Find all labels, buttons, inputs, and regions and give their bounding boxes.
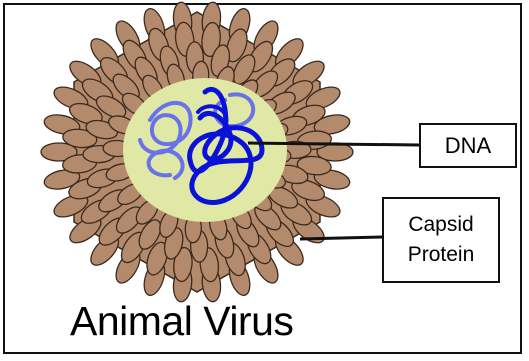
dna-label-box: DNA <box>419 123 517 168</box>
capsid-leader-line <box>300 237 382 239</box>
diagram-title: Animal Virus <box>70 298 293 345</box>
capsid-label-line2: Protein <box>408 240 475 270</box>
capsid-label-line1: Capsid <box>408 210 473 240</box>
dna-leader-line <box>248 143 419 145</box>
capsid-protein-label-box: Capsid Protein <box>382 197 500 283</box>
dna-label: DNA <box>445 133 491 159</box>
